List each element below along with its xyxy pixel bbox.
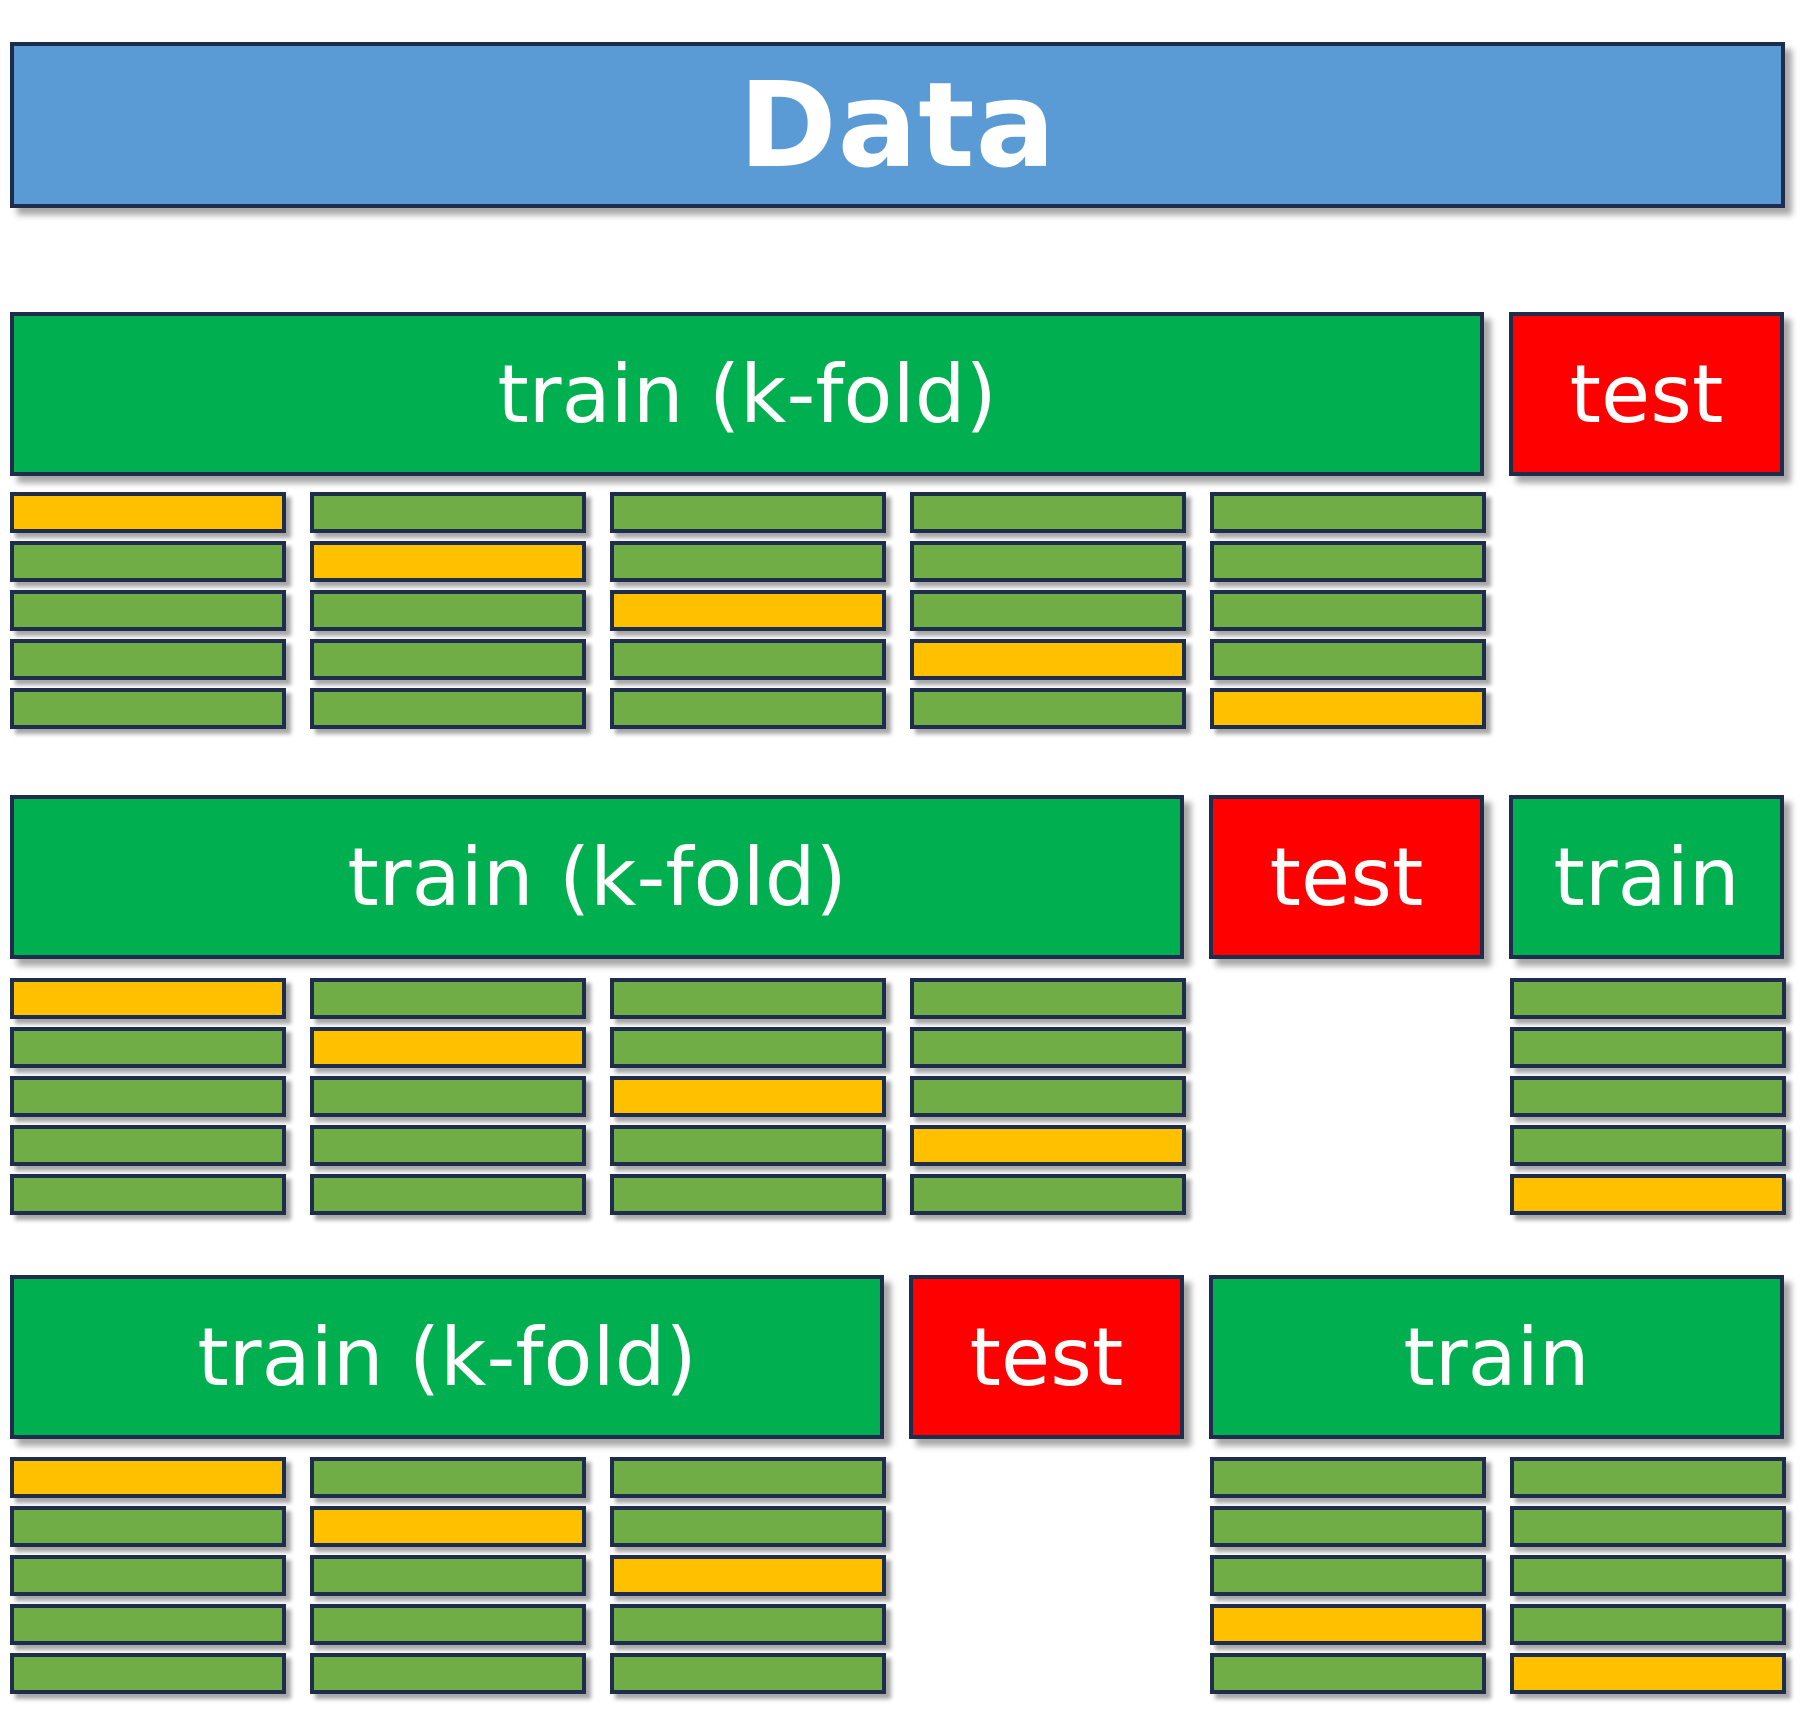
training-fold-row3-group5-slot2 (1510, 1506, 1786, 1547)
validation-fold-row3-group4-slot4 (1210, 1604, 1486, 1645)
training-fold-row1-group4-slot3 (910, 590, 1186, 631)
row3-train-block: train (1209, 1275, 1784, 1439)
training-fold-row3-group2-slot1 (310, 1457, 586, 1498)
row1-train-kfold-block: train (k-fold) (10, 312, 1484, 476)
training-fold-row2-group1-slot2 (10, 1027, 286, 1068)
training-fold-row3-group2-slot3 (310, 1555, 586, 1596)
row3-test-block: test (909, 1275, 1184, 1439)
validation-fold-row2-group2-slot2 (310, 1027, 586, 1068)
training-fold-row1-group2-slot5 (310, 688, 586, 729)
training-fold-row3-group4-slot2 (1210, 1506, 1486, 1547)
row1-test-block: test (1509, 312, 1784, 476)
training-fold-row3-group3-slot4 (610, 1604, 886, 1645)
validation-fold-row1-group2-slot2 (310, 541, 586, 582)
row3-train-label: train (1403, 1310, 1590, 1404)
training-fold-row2-group4-slot1 (910, 978, 1186, 1019)
training-fold-row3-group3-slot1 (610, 1457, 886, 1498)
row2-train-label: train (1553, 830, 1740, 924)
training-fold-row3-group4-slot5 (1210, 1653, 1486, 1694)
training-fold-row1-group2-slot1 (310, 492, 586, 533)
training-fold-row1-group5-slot2 (1210, 541, 1486, 582)
row2-train-kfold-label: train (k-fold) (347, 830, 847, 924)
row3-test-label: test (969, 1310, 1124, 1404)
row1-test-label: test (1569, 347, 1724, 441)
training-fold-row2-group5-slot3 (1510, 1076, 1786, 1117)
training-fold-row2-group2-slot3 (310, 1076, 586, 1117)
training-fold-row2-group5-slot1 (1510, 978, 1786, 1019)
training-fold-row1-group3-slot4 (610, 639, 886, 680)
training-fold-row3-group5-slot3 (1510, 1555, 1786, 1596)
training-fold-row1-group2-slot4 (310, 639, 586, 680)
row2-train-block: train (1509, 795, 1784, 959)
training-fold-row1-group4-slot2 (910, 541, 1186, 582)
training-fold-row3-group5-slot4 (1510, 1604, 1786, 1645)
training-fold-row3-group2-slot4 (310, 1604, 586, 1645)
training-fold-row2-group4-slot5 (910, 1174, 1186, 1215)
training-fold-row3-group1-slot3 (10, 1555, 286, 1596)
validation-fold-row3-group1-slot1 (10, 1457, 286, 1498)
training-fold-row1-group1-slot2 (10, 541, 286, 582)
training-fold-row2-group5-slot4 (1510, 1125, 1786, 1166)
training-fold-row2-group2-slot1 (310, 978, 586, 1019)
row2-test-label: test (1269, 830, 1424, 924)
row3-train-kfold-label: train (k-fold) (197, 1310, 697, 1404)
row3-train-kfold-block: train (k-fold) (10, 1275, 884, 1439)
training-fold-row2-group3-slot5 (610, 1174, 886, 1215)
training-fold-row1-group1-slot3 (10, 590, 286, 631)
training-fold-row1-group5-slot4 (1210, 639, 1486, 680)
training-fold-row3-group2-slot5 (310, 1653, 586, 1694)
training-fold-row3-group1-slot2 (10, 1506, 286, 1547)
training-fold-row3-group3-slot2 (610, 1506, 886, 1547)
validation-fold-row2-group3-slot3 (610, 1076, 886, 1117)
training-fold-row2-group5-slot2 (1510, 1027, 1786, 1068)
data-label: Data (738, 56, 1057, 194)
validation-fold-row3-group3-slot3 (610, 1555, 886, 1596)
training-fold-row3-group5-slot1 (1510, 1457, 1786, 1498)
validation-fold-row3-group5-slot5 (1510, 1653, 1786, 1694)
training-fold-row3-group1-slot5 (10, 1653, 286, 1694)
validation-fold-row2-group5-slot5 (1510, 1174, 1786, 1215)
training-fold-row2-group3-slot2 (610, 1027, 886, 1068)
validation-fold-row1-group4-slot4 (910, 639, 1186, 680)
validation-fold-row1-group1-slot1 (10, 492, 286, 533)
training-fold-row3-group1-slot4 (10, 1604, 286, 1645)
data-block: Data (10, 42, 1785, 208)
validation-fold-row2-group1-slot1 (10, 978, 286, 1019)
row2-test-block: test (1209, 795, 1484, 959)
training-fold-row2-group3-slot1 (610, 978, 886, 1019)
validation-fold-row2-group4-slot4 (910, 1125, 1186, 1166)
row1-train-kfold-label: train (k-fold) (497, 347, 997, 441)
validation-fold-row1-group5-slot5 (1210, 688, 1486, 729)
training-fold-row1-group4-slot1 (910, 492, 1186, 533)
training-fold-row1-group4-slot5 (910, 688, 1186, 729)
training-fold-row1-group3-slot2 (610, 541, 886, 582)
row2-train-kfold-block: train (k-fold) (10, 795, 1184, 959)
validation-fold-row3-group2-slot2 (310, 1506, 586, 1547)
training-fold-row1-group1-slot5 (10, 688, 286, 729)
training-fold-row2-group2-slot5 (310, 1174, 586, 1215)
training-fold-row3-group4-slot3 (1210, 1555, 1486, 1596)
training-fold-row1-group5-slot3 (1210, 590, 1486, 631)
training-fold-row1-group3-slot1 (610, 492, 886, 533)
training-fold-row2-group1-slot5 (10, 1174, 286, 1215)
training-fold-row2-group1-slot3 (10, 1076, 286, 1117)
training-fold-row3-group3-slot5 (610, 1653, 886, 1694)
training-fold-row2-group3-slot4 (610, 1125, 886, 1166)
training-fold-row2-group4-slot3 (910, 1076, 1186, 1117)
training-fold-row2-group4-slot2 (910, 1027, 1186, 1068)
training-fold-row2-group2-slot4 (310, 1125, 586, 1166)
validation-fold-row1-group3-slot3 (610, 590, 886, 631)
training-fold-row2-group1-slot4 (10, 1125, 286, 1166)
training-fold-row1-group1-slot4 (10, 639, 286, 680)
training-fold-row1-group3-slot5 (610, 688, 886, 729)
training-fold-row1-group5-slot1 (1210, 492, 1486, 533)
training-fold-row1-group2-slot3 (310, 590, 586, 631)
training-fold-row3-group4-slot1 (1210, 1457, 1486, 1498)
